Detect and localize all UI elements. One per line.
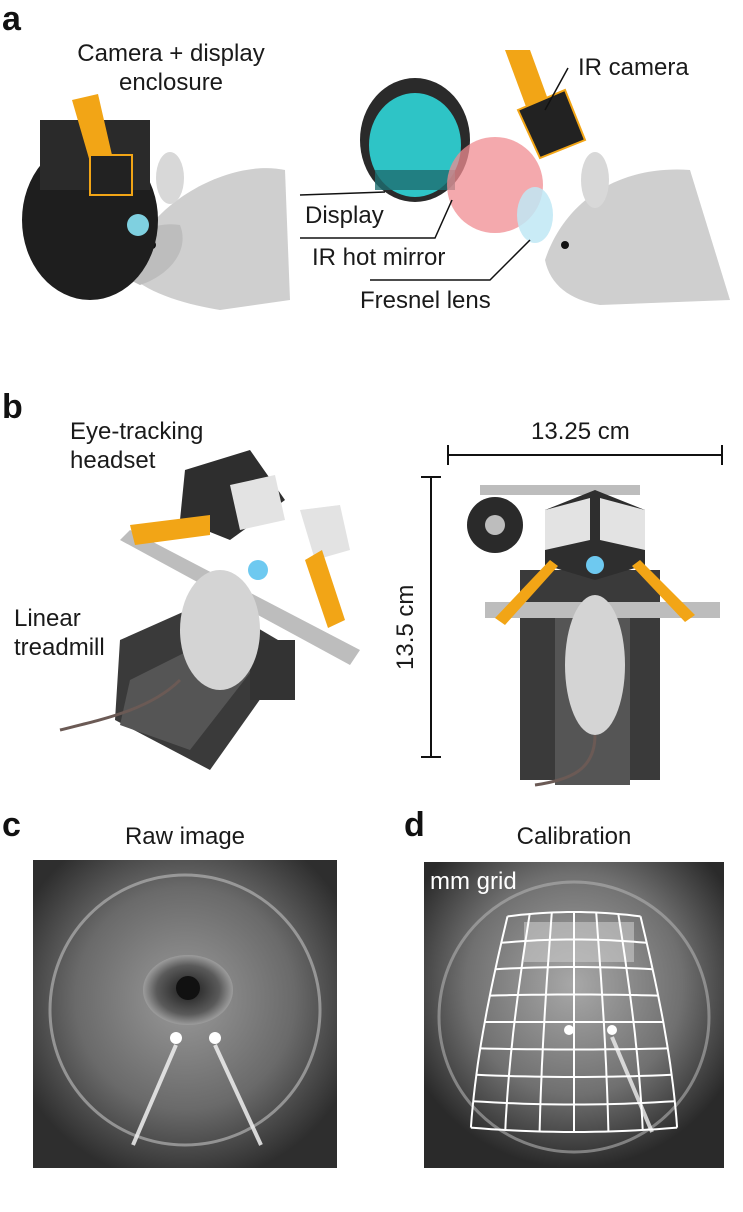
ir-camera-cable — [505, 50, 550, 112]
calibration-photo: mm grid — [424, 862, 724, 1168]
calibration-reflection — [610, 1036, 654, 1133]
exploded-illustration — [299, 50, 730, 305]
calibration-lens-ring — [437, 880, 711, 1154]
mouse-ear-right — [581, 152, 609, 208]
mouse-body-right — [545, 169, 730, 305]
raw-glint-left — [170, 1032, 182, 1044]
mm-grid-column-line — [504, 913, 531, 1131]
label-treadmill-line1: Linear — [14, 605, 81, 632]
label-ir-camera: IR camera — [578, 54, 689, 81]
title-calibration: Calibration — [516, 823, 632, 850]
label-eye-tracking-line1: Eye-tracking — [70, 418, 204, 445]
label-width-dimension: 13.25 cm — [531, 418, 630, 445]
topview-cable-right — [632, 560, 695, 622]
orange-cable — [72, 94, 112, 162]
enclosure-lens — [127, 214, 149, 236]
headset-glow — [248, 560, 268, 580]
calibration-render — [424, 862, 724, 1168]
mouse-body — [130, 168, 290, 310]
panel-letter-d: d — [404, 806, 425, 844]
raw-image-photo — [33, 860, 337, 1168]
display-checkerboard — [375, 170, 455, 190]
label-linear-treadmill: Linear treadmill — [14, 605, 105, 663]
label-camera-display-line2: enclosure — [118, 68, 224, 96]
mouse-ear — [156, 152, 184, 204]
mm-grid-column-line — [639, 916, 679, 1128]
leader-ir-camera — [544, 67, 569, 111]
rig-top-view-illustration — [467, 485, 720, 787]
raw-image-render — [33, 860, 337, 1168]
rig-mouse-tail — [59, 678, 182, 732]
label-camera-display-enclosure: Camera + display enclosure — [60, 40, 282, 98]
mm-grid-column-line — [595, 912, 610, 1132]
panel-letter-c: c — [2, 806, 21, 844]
raw-lens-ring — [48, 873, 322, 1147]
raw-reflection-left — [131, 1044, 178, 1146]
topview-mouse — [565, 595, 625, 735]
mm-grid-column-line — [617, 913, 644, 1131]
label-fresnel-lens: Fresnel lens — [360, 287, 491, 314]
label-display: Display — [305, 202, 384, 229]
raw-pupil — [176, 976, 200, 1000]
label-ir-hot-mirror: IR hot mirror — [312, 244, 446, 271]
calibration-bright-region — [524, 922, 634, 962]
label-eye-tracking-line2: headset — [70, 446, 156, 474]
title-raw-image: Raw image — [124, 823, 246, 850]
leader-hot-mirror — [300, 199, 453, 239]
label-eye-tracking-headset: Eye-tracking headset — [70, 418, 203, 476]
rig-mouse — [180, 570, 260, 690]
topview-module-right — [600, 498, 645, 550]
mm-grid-column-line — [469, 916, 509, 1128]
mm-grid — [469, 911, 679, 1133]
orange-cable-right — [305, 550, 345, 628]
topview-cable-left — [495, 560, 558, 625]
topview-mouse-tail — [534, 734, 597, 787]
fresnel-disc — [517, 187, 553, 243]
topview-clamp-bolt — [485, 515, 505, 535]
enclosure-mouse-illustration — [22, 94, 290, 310]
label-height-dimension: 13.5 cm — [392, 584, 419, 670]
panel-letter-a: a — [2, 0, 21, 38]
raw-glint-right — [209, 1032, 221, 1044]
leader-fresnel — [370, 239, 531, 281]
headset-module-left — [230, 475, 285, 530]
height-dimension-line — [421, 476, 441, 758]
calibration-glint-left — [564, 1025, 574, 1035]
calibration-glint-right — [607, 1025, 617, 1035]
leader-display — [299, 191, 386, 196]
label-treadmill-line2: treadmill — [14, 633, 105, 661]
panel-letter-b: b — [2, 388, 23, 426]
topview-glow — [586, 556, 604, 574]
mouse-eye-right — [561, 241, 569, 249]
headset-module-right — [300, 505, 350, 560]
topview-module-left — [545, 498, 590, 550]
orange-cable-left — [130, 515, 210, 545]
mm-grid-column-line — [538, 912, 553, 1132]
rig-perspective-illustration — [59, 450, 360, 770]
mm-grid-label: mm grid — [430, 868, 517, 895]
topview-top-bar — [480, 485, 640, 495]
raw-reflection-right — [213, 1044, 263, 1146]
width-dimension-line — [447, 445, 723, 465]
ir-camera-body — [516, 88, 587, 160]
camera-block — [89, 154, 133, 196]
label-camera-display-line1: Camera + display — [77, 40, 265, 67]
